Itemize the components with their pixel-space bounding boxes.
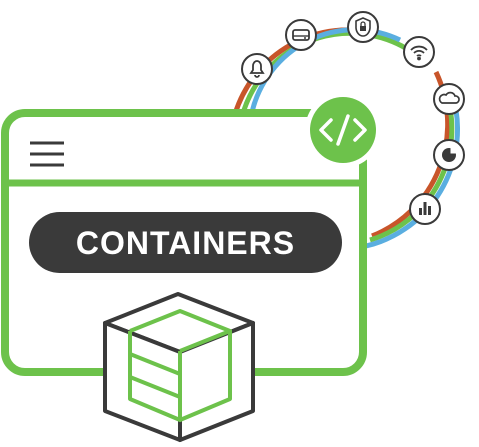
ring-icon-wifi <box>403 36 435 68</box>
wifi-icon <box>410 45 428 61</box>
containers-label-pill: CONTAINERS <box>29 212 342 273</box>
ring-arc-blue-2 <box>365 109 460 249</box>
container-cube-icon <box>103 292 255 442</box>
security-shield-icon <box>355 17 371 37</box>
server-drive-icon <box>292 29 310 41</box>
bar-chart-icon <box>419 202 431 215</box>
ring-icon-server <box>285 19 317 51</box>
cloud-icon <box>438 91 460 104</box>
ring-arc-green-2 <box>369 91 455 243</box>
code-brackets-icon <box>319 114 367 146</box>
containers-label: CONTAINERS <box>76 225 295 261</box>
bell-icon <box>249 60 265 78</box>
inner-green-cube <box>128 309 232 422</box>
ring-icon-bell <box>241 53 273 85</box>
ring-icon-cloud <box>433 83 465 115</box>
ring-icon-bar <box>409 193 441 225</box>
hamburger-menu-icon[interactable] <box>30 141 64 167</box>
code-badge <box>305 92 381 168</box>
pie-chart-icon <box>442 146 458 162</box>
ring-icon-pie <box>433 139 465 171</box>
ring-icon-security <box>347 11 379 43</box>
